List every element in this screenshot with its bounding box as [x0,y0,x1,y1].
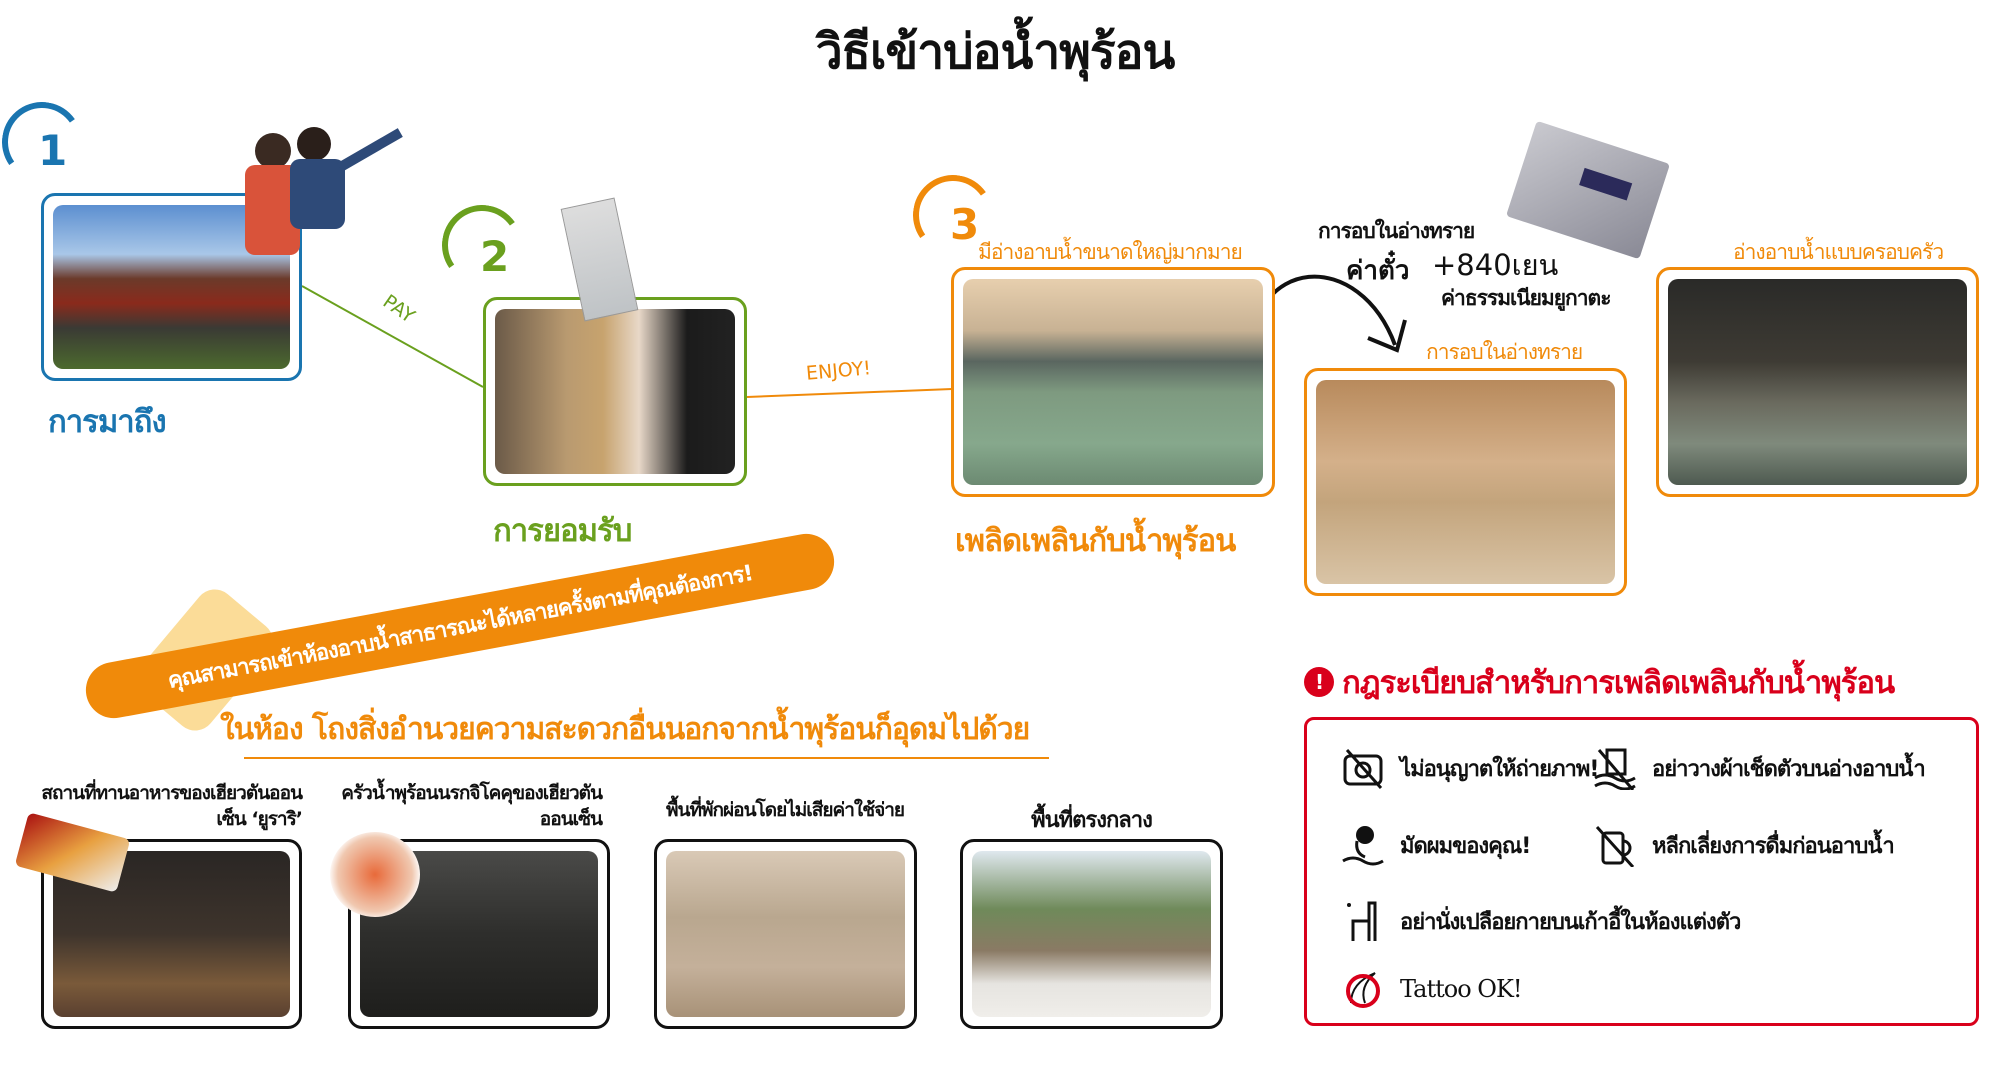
pay-line [301,285,484,388]
no-camera-icon [1340,745,1386,791]
large-baths-caption: มีอ่างอาบน้ำขนาดใหญ่มากมาย [978,240,1243,264]
visitors-image [245,125,403,255]
ticket-fee-label: ค่าตั๋ว [1346,256,1410,286]
no-towel-in-bath-icon [1592,745,1638,791]
rule-no-naked-sitting: อย่านั่งเปลือยกายบนเก้าอี้ในห้องแต่งตัว [1340,898,1741,944]
yukata-fee-note: ค่าธรรมเนียมยูกาตะ [1441,286,1611,310]
step-1-label: การมาถึง [48,404,167,440]
step-2-label: การยอมรับ [493,513,632,549]
large-bath-photo [963,279,1263,485]
facility-2-label: ครัวน้ำพุร้อนนรกจิโคคุของเฮียวตันออนเซ็น [341,782,603,830]
courtyard-photo [972,851,1211,1017]
rest-area-photo [666,851,905,1017]
reception-photo [495,309,735,474]
sand-bath-photo-card [1304,368,1627,596]
step-3-number: 3 [950,200,980,249]
large-bath-photo-card [951,267,1275,497]
tattoo-ok-icon [1340,966,1386,1012]
rule-tie-hair: มัดผมของคุณ! [1340,822,1531,868]
facility-4-label: พื้นที่ตรงกลาง [1031,808,1153,833]
facility-1-label: สถานที่ทานอาหารของเฮียวตันออนเซ็น ‘ยูราร… [41,782,303,830]
step-3-label: เพลิดเพลินกับน้ำพุร้อน [955,523,1236,559]
rules-heading: ! กฎระเบียบสำหรับการเพลิดเพลินกับน้ำพุร้… [1304,657,1895,707]
tie-hair-icon [1340,822,1386,868]
enjoy-line [746,388,953,398]
reception-photo-card [483,297,747,486]
sand-bath-title: การอบในอ่างทราย [1318,219,1475,243]
rule-tattoo-ok: Tattoo OK! [1340,966,1523,1012]
facility-3-label: พื้นที่พักผ่อนโดยไม่เสียค่าใช้จ่าย [665,799,905,821]
sand-bath-photo-label: การอบในอ่างทราย [1426,340,1583,364]
family-bath-label: อ่างอาบน้ำแบบครอบครัว [1733,240,1944,264]
rules-heading-text: กฎระเบียบสำหรับการเพลิดเพลินกับน้ำพุร้อน [1342,665,1895,701]
exclamation-icon: ! [1304,667,1334,697]
chair-icon [1340,898,1386,944]
rules-box [1304,717,1979,1026]
rule-no-drinking: หลีกเลี่ยงการดื่มก่อนอาบน้ำ [1592,822,1895,868]
crab-image [330,832,420,917]
step-2-number: 2 [480,232,510,281]
facility-3-card [654,839,917,1029]
facility-4-card [960,839,1223,1029]
step-1-number: 1 [38,126,68,175]
arrow-head-icon [1367,319,1407,353]
sand-bath-photo [1316,380,1615,584]
facilities-heading: ในห้อง โถงสิ่งอำนวยความสะดวกอื่นนอกจากน้… [220,712,1030,747]
page-title: วิธีเข้าบ่อน้ำพุร้อน [815,24,1176,80]
rule-no-towel: อย่าวางผ้าเช็ดตัวบนอ่างอาบน้ำ [1592,745,1926,791]
rule-no-photo: ไม่อนุญาตให้ถ่ายภาพ! [1340,745,1599,791]
ticket-fee-value: +840เยน [1432,248,1559,282]
no-drinking-icon [1592,822,1638,868]
family-bath-photo [1668,279,1967,485]
family-bath-photo-card [1656,267,1979,497]
